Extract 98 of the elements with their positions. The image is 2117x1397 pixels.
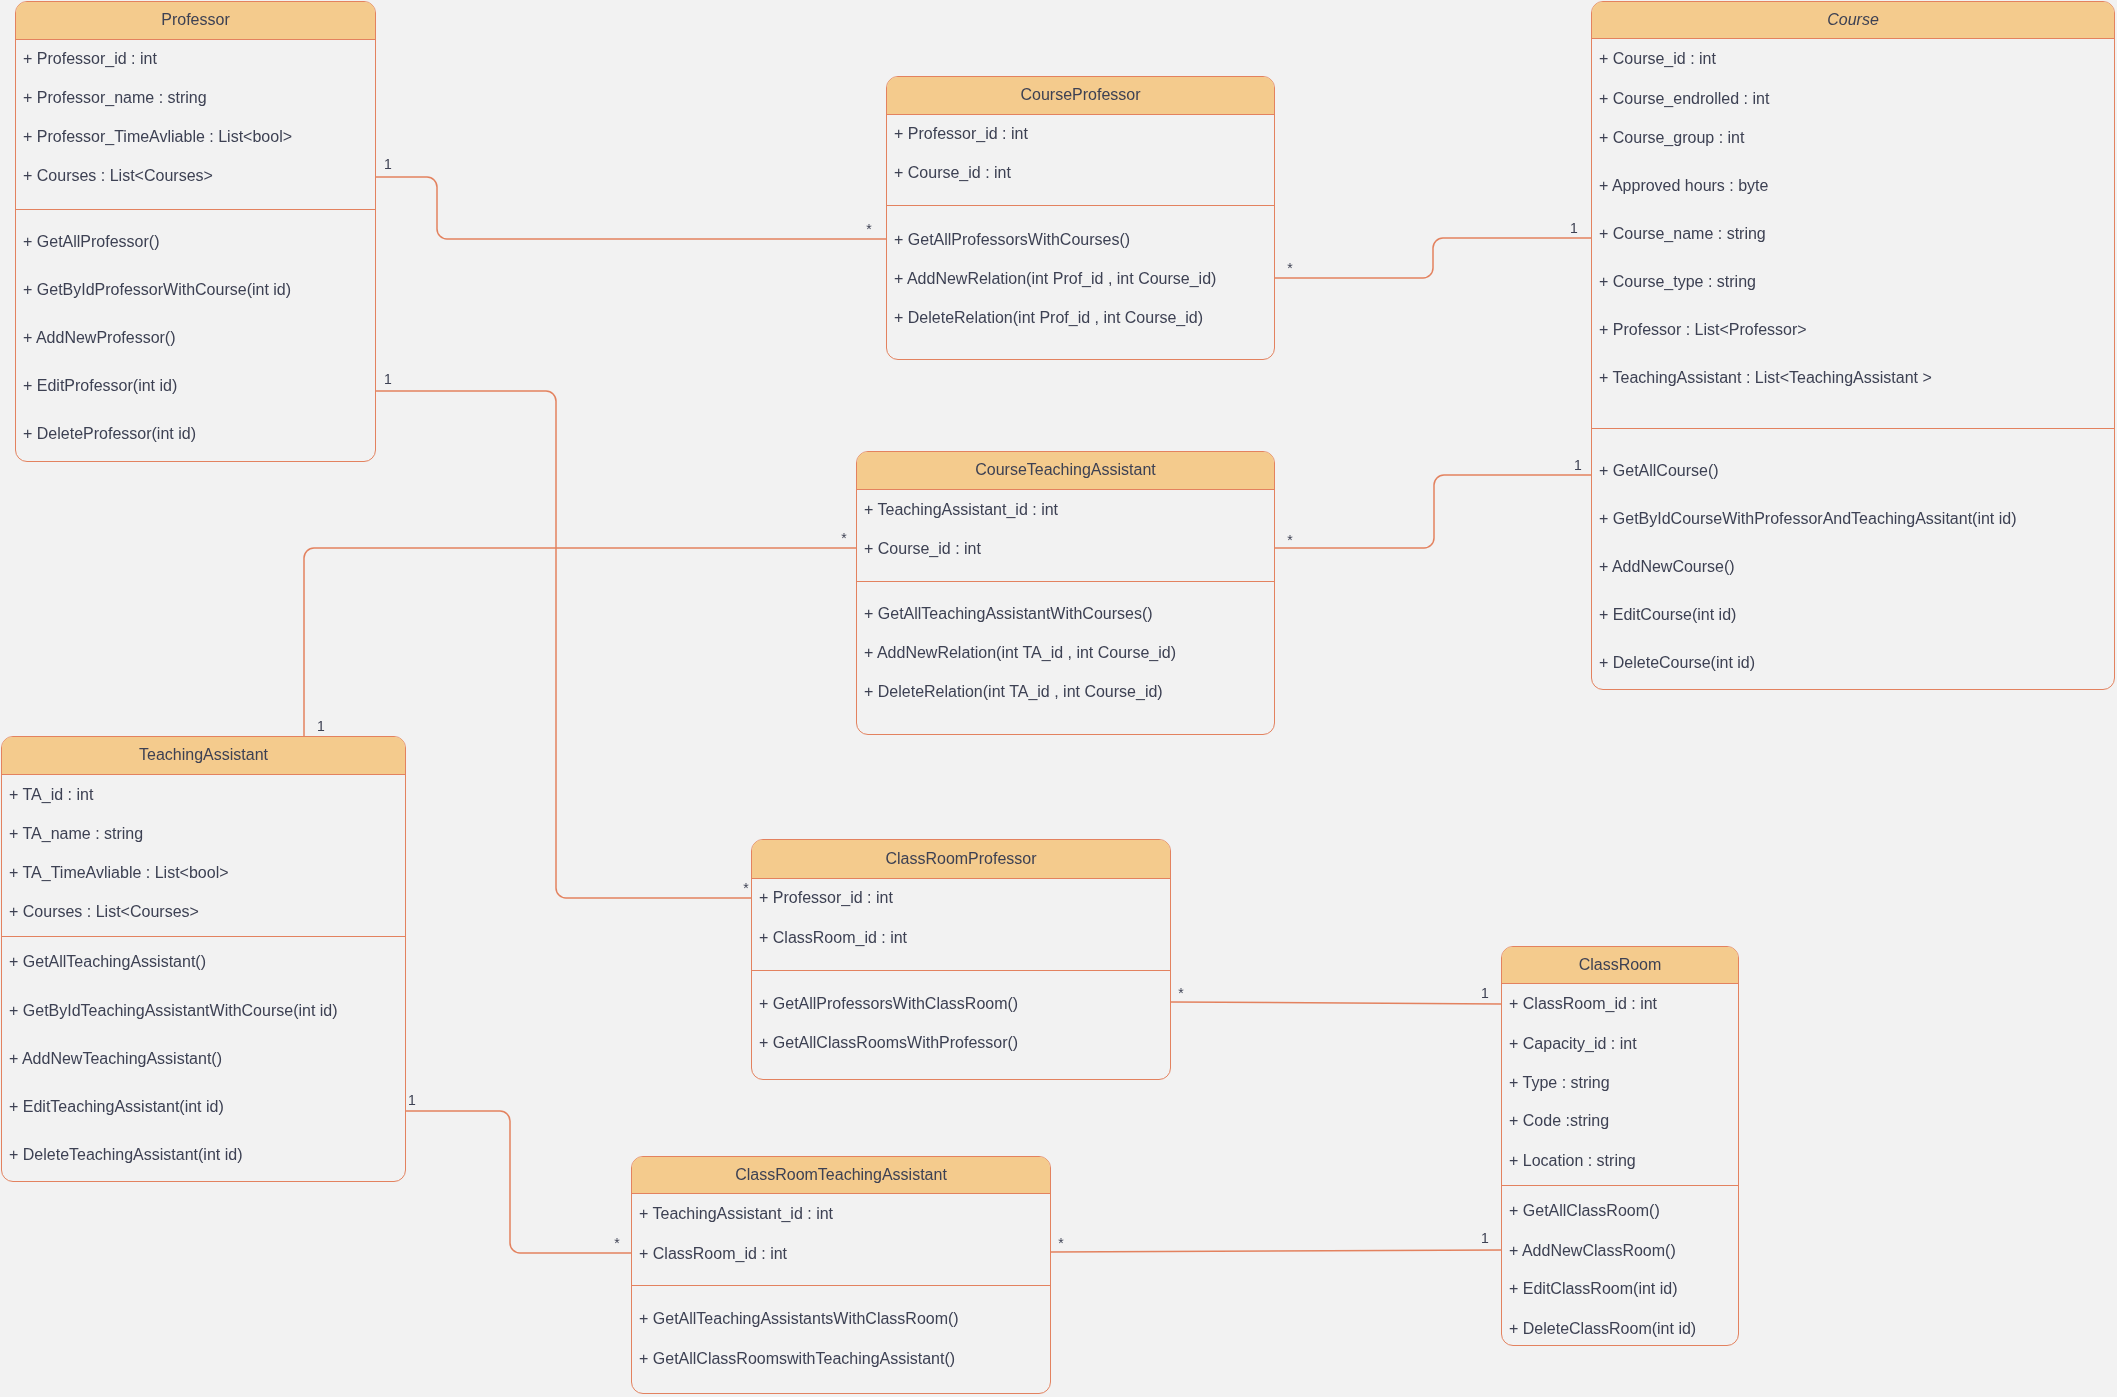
class-name-header: CourseProfessor [887, 77, 1274, 115]
class-box [1, 736, 406, 1182]
attribute-text: + Code :string [1509, 1110, 1610, 1131]
attribute-text: + Professor_id : int [894, 123, 1028, 144]
multiplicity-label: 1 [1574, 458, 1582, 472]
class-name-header: Course [1592, 2, 2114, 39]
class-box [1501, 946, 1739, 1346]
multiplicity-label: * [614, 1236, 620, 1250]
attribute-text: + Courses : List<Courses> [9, 901, 199, 922]
class-box [631, 1156, 1051, 1394]
attribute-text: + Course_type : string [1599, 271, 1756, 292]
class-name-header: ClassRoomTeachingAssistant [632, 1157, 1050, 1194]
attribute-text: + TA_name : string [9, 823, 144, 844]
method-text: + GetAllProfessor() [23, 231, 160, 252]
attribute-text: + Professor : List<Professor> [1599, 319, 1807, 340]
attribute-text: + Course_group : int [1599, 127, 1745, 148]
method-text: + GetAllClassRoom() [1509, 1200, 1660, 1221]
attribute-text: + Professor_id : int [23, 48, 157, 69]
attribute-text: + ClassRoom_id : int [639, 1243, 788, 1264]
method-text: + AddNewClassRoom() [1509, 1240, 1676, 1261]
class-box [886, 76, 1275, 360]
method-text: + GetAllProfessorsWithCourses() [894, 229, 1131, 250]
attribute-text: + Professor_id : int [759, 887, 893, 908]
attribute-text: + Approved hours : byte [1599, 175, 1769, 196]
association-line [1170, 1001, 1502, 1005]
multiplicity-label: 1 [384, 157, 392, 171]
class-name-header: ClassRoomProfessor [752, 840, 1170, 879]
method-text: + GetAllClassRoomswithTeachingAssistant() [639, 1348, 956, 1369]
multiplicity-label: 1 [408, 1093, 416, 1107]
method-text: + AddNewRelation(int Prof_id , int Course_id) [894, 268, 1217, 289]
method-text: + GetAllTeachingAssistantsWithClassRoom() [639, 1308, 959, 1329]
class-box [856, 451, 1275, 735]
method-text: + DeleteProfessor(int id) [23, 423, 196, 444]
multiplicity-label: * [1178, 986, 1184, 1000]
class-name-header: ClassRoom [1502, 947, 1738, 984]
attribute-text: + Course_id : int [894, 162, 1011, 183]
attribute-text: + Courses : List<Courses> [23, 165, 213, 186]
multiplicity-label: * [1287, 533, 1293, 547]
method-text: + EditClassRoom(int id) [1509, 1278, 1678, 1299]
method-text: + GetAllClassRoomsWithProfessor() [759, 1032, 1019, 1053]
multiplicity-label: * [1058, 1236, 1064, 1250]
method-text: + GetAllCourse() [1599, 460, 1719, 481]
attribute-text: + Location : string [1509, 1150, 1636, 1171]
method-text: + EditProfessor(int id) [23, 375, 178, 396]
method-text: + DeleteClassRoom(int id) [1509, 1318, 1697, 1339]
attribute-text: + TA_id : int [9, 784, 94, 805]
association-line [1274, 474, 1592, 549]
class-box [751, 839, 1171, 1080]
attribute-text: + TeachingAssistant_id : int [639, 1203, 834, 1224]
class-name-header: TeachingAssistant [2, 737, 405, 775]
method-text: + GetByIdTeachingAssistantWithCourse(int id) [9, 1000, 338, 1021]
attribute-text: + TeachingAssistant_id : int [864, 499, 1059, 520]
method-text: + GetAllProfessorsWithClassRoom() [759, 993, 1019, 1014]
attribute-text: + Course_id : int [1599, 48, 1716, 69]
attribute-text: + Professor_name : string [23, 87, 207, 108]
association-line [1274, 237, 1592, 279]
multiplicity-label: 1 [1570, 221, 1578, 235]
method-text: + AddNewTeachingAssistant() [9, 1048, 222, 1069]
association-line [375, 390, 752, 899]
method-text: + AddNewCourse() [1599, 556, 1735, 577]
attribute-text: + Type : string [1509, 1072, 1610, 1093]
method-text: + GetAllTeachingAssistantWithCourses() [864, 603, 1153, 624]
method-text: + EditCourse(int id) [1599, 604, 1737, 625]
multiplicity-label: * [1287, 261, 1293, 275]
association-line [375, 176, 887, 240]
attribute-text: + ClassRoom_id : int [759, 927, 908, 948]
attribute-text: + Professor_TimeAvliable : List<bool> [23, 126, 293, 147]
class-box [1591, 1, 2115, 690]
multiplicity-label: 1 [1481, 1231, 1489, 1245]
method-text: + EditTeachingAssistant(int id) [9, 1096, 224, 1117]
attribute-text: + Course_id : int [864, 538, 981, 559]
association-line [303, 547, 857, 737]
method-text: + DeleteRelation(int Prof_id , int Course_id) [894, 307, 1204, 328]
attribute-text: + TeachingAssistant : List<TeachingAssistant > [1599, 367, 1932, 388]
attribute-text: + Course_name : string [1599, 223, 1766, 244]
method-text: + AddNewProfessor() [23, 327, 176, 348]
multiplicity-label: * [743, 881, 749, 895]
method-text: + GetAllTeachingAssistant() [9, 951, 206, 972]
multiplicity-label: 1 [1481, 986, 1489, 1000]
attribute-text: + Course_endrolled : int [1599, 88, 1770, 109]
multiplicity-label: 1 [384, 372, 392, 386]
method-text: + DeleteRelation(int TA_id , int Course_id) [864, 681, 1163, 702]
multiplicity-label: * [841, 531, 847, 545]
multiplicity-label: * [866, 222, 872, 236]
multiplicity-label: 1 [317, 719, 325, 733]
class-name-header: CourseTeachingAssistant [857, 452, 1274, 490]
method-text: + GetByIdCourseWithProfessorAndTeachingAssitant(int id) [1599, 508, 2017, 529]
attribute-text: + Capacity_id : int [1509, 1033, 1637, 1054]
attribute-text: + TA_TimeAvliable : List<bool> [9, 862, 229, 883]
method-text: + DeleteCourse(int id) [1599, 652, 1756, 673]
association-line [1050, 1249, 1502, 1253]
method-text: + GetByIdProfessorWithCourse(int id) [23, 279, 292, 300]
method-text: + DeleteTeachingAssistant(int id) [9, 1144, 243, 1165]
association-line [405, 1110, 632, 1254]
attribute-text: + ClassRoom_id : int [1509, 993, 1658, 1014]
class-box [15, 1, 376, 462]
class-name-header: Professor [16, 2, 375, 40]
method-text: + AddNewRelation(int TA_id , int Course_id) [864, 642, 1176, 663]
